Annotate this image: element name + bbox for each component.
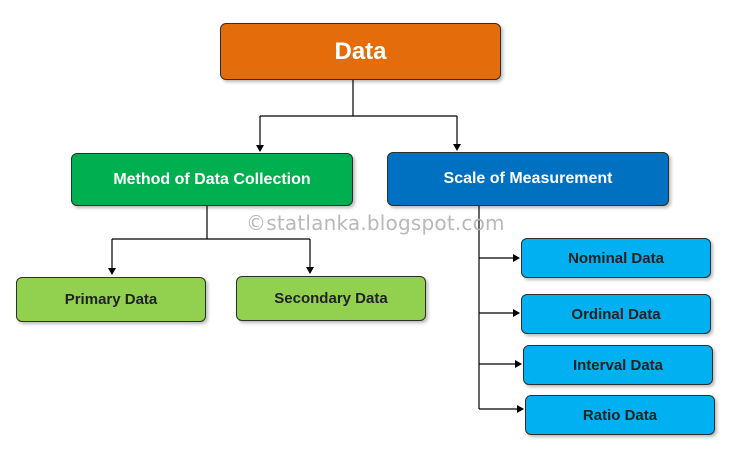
data-root-label: Data (334, 37, 387, 65)
scale-of-measurement-node: Scale of Measurement (387, 152, 669, 206)
ratio-data-node: Ratio Data (525, 395, 715, 435)
method-of-data-collection-node: Method of Data Collection (71, 153, 353, 206)
nominal-data-node: Nominal Data (521, 238, 711, 278)
data-root-node: Data (220, 23, 501, 80)
nominal-data-label: Nominal Data (568, 249, 664, 267)
primary-data-label: Primary Data (64, 291, 158, 308)
method-of-data-collection-label: Method of Data Collection (113, 170, 311, 188)
watermark-text: ©statlanka.blogspot.com (246, 211, 505, 235)
ordinal-data-label: Ordinal Data (571, 305, 661, 323)
secondary-data-label: Secondary Data (274, 290, 388, 307)
interval-data-node: Interval Data (523, 345, 713, 385)
secondary-data-node: Secondary Data (236, 276, 426, 321)
interval-data-label: Interval Data (572, 356, 664, 374)
scale-of-measurement-label: Scale of Measurement (443, 170, 613, 187)
ratio-data-label: Ratio Data (582, 406, 658, 424)
ordinal-data-node: Ordinal Data (521, 294, 711, 334)
primary-data-node: Primary Data (16, 277, 206, 322)
